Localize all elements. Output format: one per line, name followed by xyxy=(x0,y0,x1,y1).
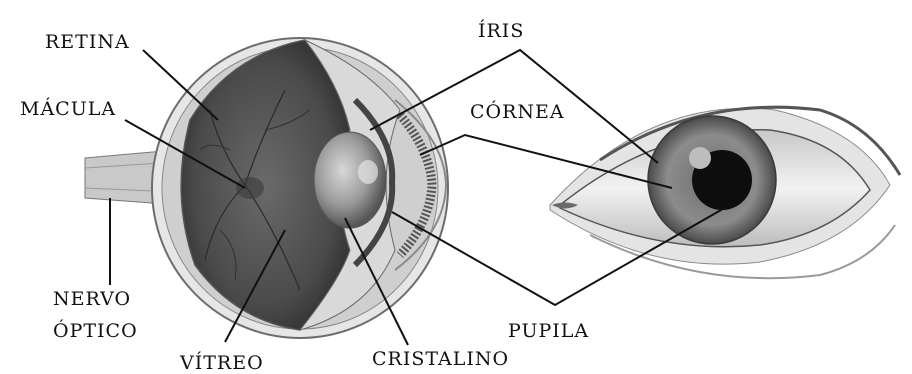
cornea-label: CÓRNEA xyxy=(470,103,565,122)
eyeball-cross-section xyxy=(152,38,448,338)
iris-label: ÍRIS xyxy=(478,22,524,41)
macula-label: MÁCULA xyxy=(20,100,116,119)
optic-nerve-label-line2: ÓPTICO xyxy=(53,322,138,341)
retina-label: RETINA xyxy=(45,33,130,52)
cristalino-label: CRISTALINO xyxy=(372,350,509,369)
optic-nerve-label-line1: NERVO xyxy=(53,290,131,309)
vitreo-label: VÍTREO xyxy=(180,354,264,373)
pupila-label: PUPILA xyxy=(508,322,589,341)
external-eye xyxy=(550,107,900,278)
